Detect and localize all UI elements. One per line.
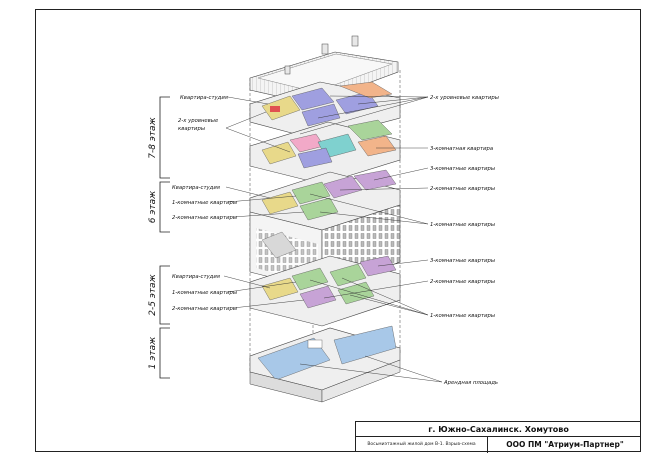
label-two-room-6-right: 2-комнатные квартиры bbox=[430, 186, 495, 192]
zone-two-level-8c bbox=[301, 103, 341, 127]
label-studio-6: Квартира-студия bbox=[172, 185, 221, 191]
title-project: Восьмиэтажный жилой дом В-1. Взрыв-схема bbox=[356, 437, 488, 453]
floor-1-plan bbox=[249, 325, 401, 403]
left-labels: Квартира-студия 2-х уровневые квартиры К… bbox=[172, 95, 237, 312]
label-two-room-6: 2-комнатные квартиры bbox=[172, 215, 237, 221]
floor-7-plan bbox=[249, 119, 401, 185]
zone-studio-7 bbox=[261, 141, 297, 165]
zone-two-6 bbox=[323, 175, 363, 199]
zone-one-25b bbox=[329, 263, 367, 287]
label-two-level-78-l2: квартиры bbox=[178, 126, 205, 132]
zone-three-7 bbox=[357, 135, 397, 157]
floor-label-7-8: 7-8 этаж bbox=[148, 116, 158, 158]
title-company: ООО ПМ "Атриум-Партнер" bbox=[506, 440, 624, 449]
floor-label-6: 6 этаж bbox=[148, 190, 158, 223]
label-three-room-6: 3-комнатные квартиры bbox=[430, 166, 495, 172]
zone-studio-6 bbox=[261, 191, 299, 215]
label-two-level-right: 2-х уровневые квартиры bbox=[430, 95, 499, 101]
title-city: г. Южно-Сахалинск. Хомутово bbox=[356, 422, 641, 437]
zone-studio-25 bbox=[261, 277, 299, 301]
label-studio-25: Квартира-студия bbox=[172, 274, 221, 280]
label-one-room-6-right: 1-комнатные квартиры bbox=[430, 222, 495, 228]
title-block: г. Южно-Сахалинск. Хомутово Восьмиэтажны… bbox=[355, 421, 641, 453]
label-one-room-6: 1-комнатные квартиры bbox=[172, 200, 237, 206]
zone-two-level-8a bbox=[291, 87, 335, 111]
zone-one-25a bbox=[291, 267, 329, 291]
zone-one-6a bbox=[291, 181, 331, 205]
label-two-level-78-l1: 2-х уровневые bbox=[178, 118, 219, 124]
zone-one-25c bbox=[337, 281, 375, 305]
label-three-room-78: 3-комнатная квартира bbox=[430, 146, 493, 152]
zone-one-6b bbox=[299, 197, 339, 221]
zone-three-8 bbox=[339, 81, 393, 99]
floor-label-1: 1 этаж bbox=[148, 336, 158, 369]
floor-6-plan bbox=[249, 169, 401, 231]
right-labels: 2-х уровневые квартиры 3-комнатная кварт… bbox=[430, 95, 499, 386]
accent-8 bbox=[270, 106, 280, 112]
zone-rental-a bbox=[257, 337, 331, 381]
label-studio-78: Квартира-студия bbox=[180, 95, 229, 101]
floor-label-2-5: 2-5 этаж bbox=[148, 273, 158, 315]
label-rental: Арендная площадь bbox=[443, 380, 498, 386]
drawing-frame bbox=[35, 9, 641, 452]
label-one-room-25-right: 1-комнатные квартиры bbox=[430, 313, 495, 319]
label-two-room-25-right: 2-комнатные квартиры bbox=[430, 279, 495, 285]
zone-one-7 bbox=[347, 119, 393, 141]
label-one-room-25: 1-комнатные квартиры bbox=[172, 290, 237, 296]
zone-two-25 bbox=[299, 285, 337, 309]
zone-two-level-7 bbox=[297, 147, 333, 169]
floor-labels: 7-8 этаж 6 этаж 2-5 этаж 1 этаж bbox=[148, 116, 158, 369]
label-three-room-25: 3-комнатные квартиры bbox=[430, 258, 495, 264]
leader-lines bbox=[223, 95, 443, 383]
label-two-room-25: 2-комнатные квартиры bbox=[172, 306, 237, 312]
roof bbox=[249, 35, 399, 105]
zone-rental-b bbox=[333, 325, 397, 365]
zone-studio-8 bbox=[261, 95, 301, 121]
floor-brackets bbox=[159, 96, 170, 379]
